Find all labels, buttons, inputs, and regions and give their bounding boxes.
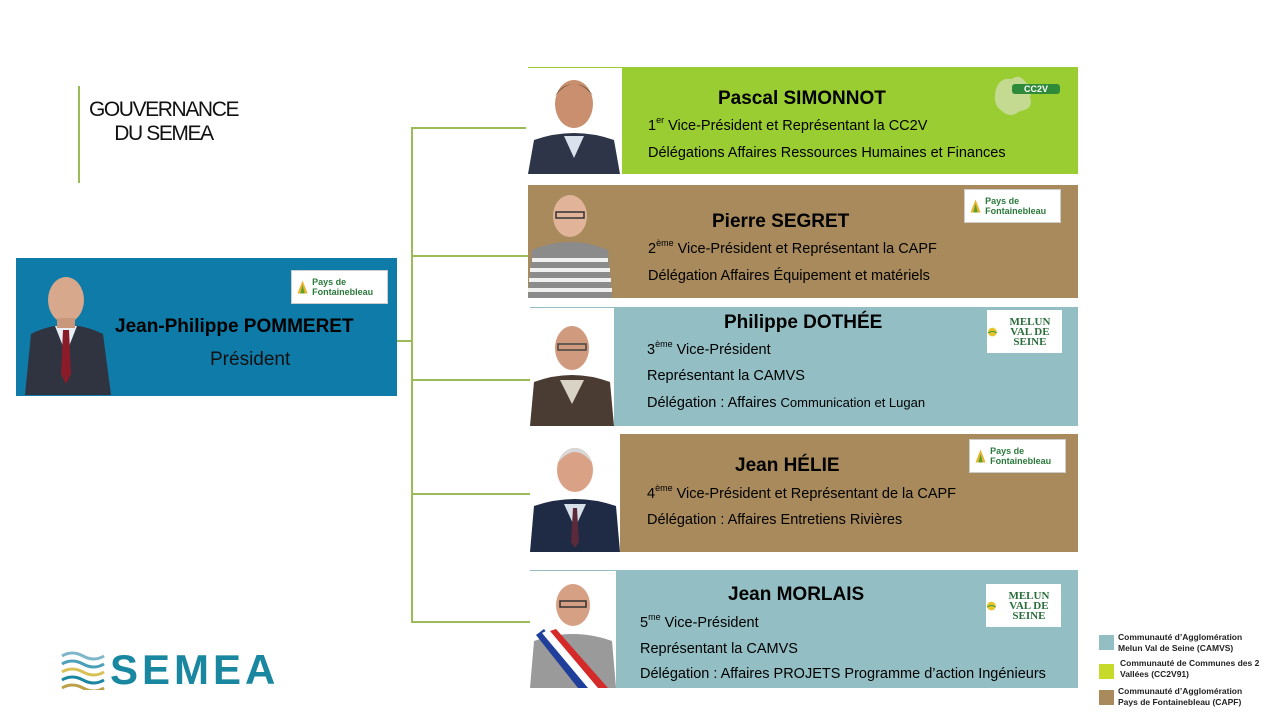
member-name: Jean MORLAIS bbox=[728, 584, 865, 605]
page-title-line1: GOUVERNANCE bbox=[88, 98, 240, 121]
member-photo-3 bbox=[530, 308, 614, 426]
member-rank: 3 bbox=[647, 342, 656, 358]
melun-sun-icon bbox=[987, 327, 998, 336]
president-role: Président bbox=[210, 349, 291, 370]
member-photo-1 bbox=[526, 68, 622, 174]
member-card-3: Philippe DOTHÉE 3ème Vice-Président Repr… bbox=[530, 307, 1078, 426]
president-photo bbox=[17, 264, 115, 395]
member-logo-text: MELUN VAL DE SEINE bbox=[1009, 315, 1051, 348]
member-rank-suffix: ème bbox=[656, 238, 674, 248]
member-role: 3ème Vice-Président bbox=[647, 339, 771, 359]
member-logo-text: Pays de Fontainebleau bbox=[990, 446, 1052, 466]
connector-member-3 bbox=[411, 379, 530, 381]
member-rank: 1 bbox=[648, 118, 657, 134]
member-delegation: Délégation Affaires Équipement et matéri… bbox=[648, 268, 930, 284]
president-logo-fontainebleau: Pays de Fontainebleau bbox=[291, 270, 388, 304]
member-rank: 2 bbox=[648, 241, 657, 257]
president-name: Jean-Philippe POMMERET bbox=[115, 316, 354, 337]
title-divider bbox=[78, 86, 80, 183]
legend-swatch-cc2v bbox=[1099, 664, 1114, 679]
member-name: Pascal SIMONNOT bbox=[718, 88, 886, 109]
member-logo-camvs: MELUN VAL DE SEINE bbox=[987, 310, 1062, 353]
legend-label-line1: Communauté d’Agglomération bbox=[1118, 686, 1243, 696]
member-logo-cc2v: CC2V bbox=[990, 71, 1062, 121]
member-logo-fontainebleau: Pays de Fontainebleau bbox=[969, 439, 1066, 473]
member-rank-suffix: ème bbox=[655, 483, 673, 493]
legend-label-line2: Melun Val de Seine (CAMVS) bbox=[1118, 643, 1234, 653]
member-representation: Représentant la CAMVS bbox=[647, 368, 805, 384]
member-delegation: Délégation : Affaires Communication et L… bbox=[647, 395, 925, 411]
member-photo-4 bbox=[530, 434, 620, 552]
legend-label-line2: Vallées (CC2V91) bbox=[1120, 669, 1189, 679]
connector-trunk bbox=[411, 127, 413, 623]
member-role-text: Vice-Président et Représentant de la CAP… bbox=[672, 486, 957, 502]
member-logo-text: MELUN VAL DE SEINE bbox=[1008, 589, 1050, 622]
member-name: Philippe DOTHÉE bbox=[724, 312, 883, 333]
member-name: Pierre SEGRET bbox=[712, 211, 850, 232]
legend-swatch-capf bbox=[1099, 690, 1114, 705]
connector-member-1 bbox=[411, 127, 528, 129]
melun-sun-icon bbox=[986, 601, 997, 610]
member-photo-2 bbox=[528, 186, 612, 298]
page-title-line2: DU SEMEA bbox=[114, 122, 214, 145]
president-logo-text: Pays de Fontainebleau bbox=[312, 277, 374, 297]
member-role: 4ème Vice-Président et Représentant de l… bbox=[647, 483, 957, 503]
member-logo-text: Pays de Fontainebleau bbox=[985, 196, 1047, 216]
member-role-text: Vice-Président bbox=[672, 342, 771, 358]
fontainebleau-leaf-icon bbox=[975, 449, 986, 463]
member-delegation: Délégations Affaires Ressources Humaines… bbox=[648, 145, 1006, 161]
legend-label-line2: Pays de Fontainebleau (CAPF) bbox=[1118, 697, 1242, 707]
member-name: Jean HÉLIE bbox=[735, 455, 840, 476]
member-logo-fontainebleau: Pays de Fontainebleau bbox=[964, 189, 1061, 223]
legend-label-line1: Communauté d’Agglomération bbox=[1118, 632, 1243, 642]
legend-swatch-camvs bbox=[1099, 635, 1114, 650]
member-logo-camvs: MELUN VAL DE SEINE bbox=[986, 584, 1061, 627]
member-rank-suffix: me bbox=[648, 612, 661, 622]
member-delegation: Délégation : Affaires PROJETS Programme … bbox=[640, 666, 1046, 682]
member-card-5: Jean MORLAIS 5me Vice-Président Représen… bbox=[530, 570, 1078, 688]
member-role-text: Vice-Président et Représentant la CC2V bbox=[664, 118, 928, 134]
member-delegation-detail: Communication et Lugan bbox=[780, 395, 926, 410]
fontainebleau-leaf-icon bbox=[297, 280, 308, 294]
member-role: 5me Vice-Président bbox=[640, 612, 759, 632]
member-role: 2ème Vice-Président et Représentant la C… bbox=[648, 238, 937, 258]
connector-president bbox=[397, 340, 413, 342]
cc2v-logo-text: CC2V bbox=[1024, 84, 1048, 94]
member-rank: 5 bbox=[640, 615, 649, 631]
connector-member-2 bbox=[411, 255, 528, 257]
member-rank-suffix: ème bbox=[655, 339, 673, 349]
member-role-text: Vice-Président et Représentant la CAPF bbox=[673, 241, 937, 257]
member-photo-5 bbox=[530, 571, 616, 688]
member-role: 1er Vice-Président et Représentant la CC… bbox=[648, 115, 928, 135]
member-representation: Représentant la CAMVS bbox=[640, 641, 798, 657]
member-rank: 4 bbox=[647, 486, 656, 502]
legend-label-line1: Communauté de Communes des 2 bbox=[1120, 658, 1260, 668]
member-delegation: Délégation : Affaires Entretiens Rivière… bbox=[647, 512, 903, 528]
connector-member-4 bbox=[411, 493, 530, 495]
fontainebleau-leaf-icon bbox=[970, 199, 981, 213]
member-card-4: Jean HÉLIE 4ème Vice-Président et Représ… bbox=[530, 434, 1078, 552]
brand-name: SEMEA bbox=[110, 646, 280, 693]
connector-member-5 bbox=[411, 621, 530, 623]
member-role-text: Vice-Président bbox=[660, 615, 759, 631]
member-rank-suffix: er bbox=[656, 115, 665, 125]
semea-waves-icon bbox=[61, 651, 105, 690]
page-title: GOUVERNANCE DU SEMEA bbox=[86, 98, 241, 146]
member-card-2: Pierre SEGRET 2ème Vice-Président et Rep… bbox=[528, 185, 1078, 298]
member-delegation-prefix: Délégation : Affaires bbox=[647, 395, 781, 411]
semea-logo: SEMEA bbox=[60, 646, 322, 693]
